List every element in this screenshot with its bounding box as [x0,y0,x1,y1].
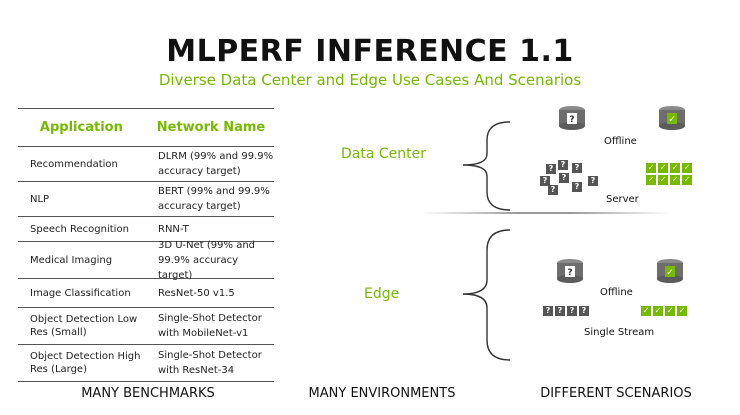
result-check-icon: ✓ [670,175,680,185]
result-check-icon: ✓ [653,306,663,316]
result-check-icon: ✓ [646,175,656,185]
query-icon: ? [559,173,569,183]
footer-environments: MANY ENVIRONMENTS [308,386,456,401]
result-check-icon: ✓ [682,163,692,173]
network-cell: Single-Shot Detector with ResNet-34 [158,350,262,376]
offline-edge-label: Offline [600,287,633,298]
page-title: MLPERF INFERENCE 1.1 [166,34,574,69]
table-header-row: Application Network Name [18,109,274,147]
check-glyph: ✓ [668,115,676,125]
result-check-icon: ✓ [682,175,692,185]
storage-disk-icon: ? [559,106,585,130]
query-icon: ? [579,306,589,316]
query-icon: ? [558,160,568,170]
network-cell: RNN-T [158,223,189,235]
data-center-label: Data Center [341,146,426,162]
table-row: Object Detection High Res (Large) Single… [18,345,274,382]
network-header: Network Name [156,120,266,135]
check-glyph: ✓ [666,268,674,278]
application-cell: Object Detection High Res (Large) [30,351,141,375]
application-header: Application [39,120,123,135]
query-icon: ? [588,176,598,186]
application-cell: Recommendation [30,158,118,170]
application-cell: Image Classification [30,287,131,299]
result-check-icon: ✓ [665,306,675,316]
result-check-icon: ✓ [658,163,668,173]
result-check-icon: ✓ [646,163,656,173]
application-cell: Medical Imaging [30,254,113,266]
storage-disk-icon: ? [557,259,583,283]
network-cell: DLRM (99% and 99.9% accuracy target) [158,151,274,177]
data-center-brace [462,121,511,211]
query-icon: ? [548,185,558,195]
page-subtitle: Diverse Data Center and Edge Use Cases A… [158,71,582,89]
table-row: Recommendation DLRM (99% and 99.9% accur… [18,147,274,182]
storage-disk-check-icon: ✓ [657,259,683,283]
query-icon: ? [543,306,553,316]
benchmarks-table: Application Network Name Recommendation … [18,108,274,382]
network-cell: Single-Shot Detector with MobileNet-v1 [158,313,262,339]
environment-divider [420,212,670,214]
offline-dc-label: Offline [604,136,637,147]
query-icon: ? [546,164,556,174]
edge-brace [462,229,511,361]
query-icon: ? [540,176,550,186]
network-cell: ResNet-50 v1.5 [158,287,235,299]
table-row: NLP BERT (99% and 99.9% accuracy target) [18,182,274,217]
single-stream-label: Single Stream [584,327,655,338]
network-cell: 3D U-Net (99% and 99.9% accuracy target) [158,239,256,281]
application-cell: Object Detection Low Res (Small) [30,314,138,338]
storage-disk-check-icon: ✓ [659,106,685,130]
result-check-icon: ✓ [641,306,651,316]
query-icon: ? [572,163,582,173]
server-label: Server [606,194,639,205]
table-row: Medical Imaging 3D U-Net (99% and 99.9% … [18,240,274,281]
application-cell: NLP [30,193,50,205]
query-icon: ? [567,306,577,316]
network-cell: BERT (99% and 99.9% accuracy target) [158,186,270,212]
table-row: Image Classification ResNet-50 v1.5 [18,279,274,308]
footer-scenarios: DIFFERENT SCENARIOS [540,386,692,401]
edge-label: Edge [364,286,400,302]
query-icon: ? [572,182,582,192]
query-icon: ? [555,306,565,316]
result-check-icon: ✓ [677,306,687,316]
question-glyph: ? [567,268,572,278]
result-check-icon: ✓ [658,175,668,185]
application-cell: Speech Recognition [30,223,129,235]
question-glyph: ? [569,115,574,125]
footer-benchmarks: MANY BENCHMARKS [81,386,215,401]
table-row: Object Detection Low Res (Small) Single-… [18,308,274,345]
table-row: Speech Recognition RNN-T [18,217,274,242]
result-check-icon: ✓ [670,163,680,173]
